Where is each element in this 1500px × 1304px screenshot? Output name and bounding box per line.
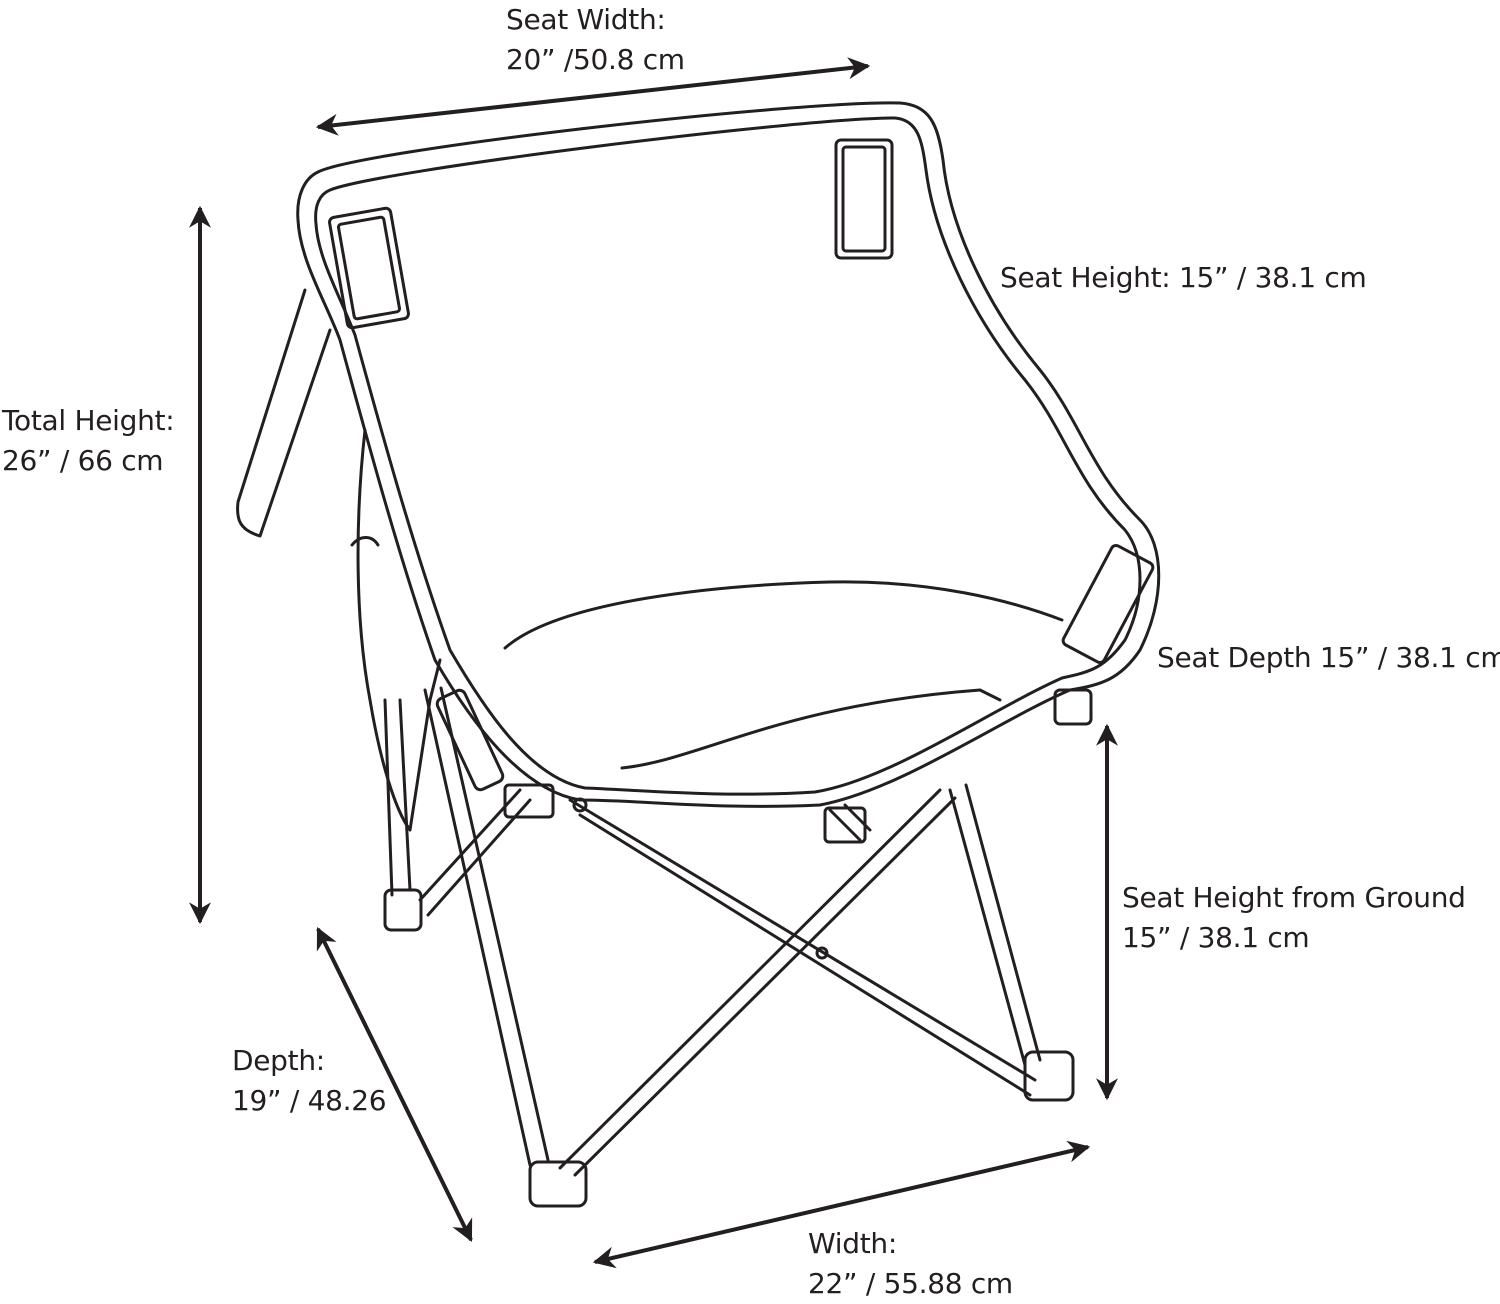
- right-strap-inner: [841, 145, 887, 253]
- seat-height-title: Seat Height: 15” / 38.1 cm: [1000, 261, 1367, 294]
- depth-arrow-icon: [316, 927, 473, 1242]
- pivot-joint: [815, 946, 829, 960]
- joint-pin: [572, 797, 588, 813]
- seat-width-label: Seat Width: 20” /50.8 cm: [506, 0, 685, 80]
- right-strap: [834, 138, 894, 260]
- seat-height-ground-title: Seat Height from Ground: [1122, 881, 1466, 914]
- depth-label: Depth: 19” / 48.26: [232, 1041, 387, 1121]
- front-right-foot: [1023, 1050, 1075, 1102]
- seat-width-title: Seat Width:: [506, 3, 666, 36]
- seat-height-ground-value: 15” / 38.1 cm: [1122, 921, 1310, 954]
- armrest-joint: [1053, 688, 1093, 726]
- side-pocket: [356, 428, 442, 832]
- seat-height-ground-label: Seat Height from Ground 15” / 38.1 cm: [1122, 878, 1466, 958]
- cross-brace-b: [558, 788, 957, 1177]
- width-label: Width: 22” / 55.88 cm: [808, 1224, 1013, 1304]
- left-joint: [503, 783, 555, 819]
- width-value: 22” / 55.88 cm: [808, 1267, 1013, 1300]
- total-height-value: 26” / 66 cm: [2, 444, 164, 477]
- front-left-foot: [528, 1160, 588, 1208]
- cross-brace-a: [568, 798, 1037, 1097]
- left-strap-inner: [336, 215, 402, 321]
- dimension-arrows: [189, 57, 1118, 1269]
- back-left-leg: [383, 698, 412, 897]
- carry-strap: [236, 288, 332, 538]
- seat-curve: [503, 580, 1064, 650]
- chair-inner-outline: [314, 116, 1142, 796]
- front-left-leg: [423, 686, 550, 1167]
- depth-title: Depth:: [232, 1044, 325, 1077]
- total-height-title: Total Height:: [2, 404, 175, 437]
- seat-depth-title: Seat Depth 15” / 38.1 cm: [1157, 641, 1500, 674]
- depth-value: 19” / 48.26: [232, 1084, 387, 1117]
- total-height-label: Total Height: 26” / 66 cm: [2, 401, 175, 481]
- left-strap: [328, 206, 410, 330]
- front-right-leg: [948, 783, 1042, 1067]
- width-arrow-icon: [592, 1140, 1091, 1269]
- chair-illustration: [236, 101, 1161, 1208]
- right-joint: [823, 806, 867, 844]
- seat-width-arrow-icon: [315, 57, 871, 136]
- width-title: Width:: [808, 1227, 897, 1260]
- seat-height-label: Seat Height: 15” / 38.1 cm: [1000, 258, 1367, 298]
- pocket-edge: [350, 536, 380, 547]
- back-brace: [418, 788, 532, 917]
- armrest-strap: [1061, 544, 1155, 664]
- left-joint-top: [435, 688, 505, 792]
- seat-width-value: 20” /50.8 cm: [506, 43, 685, 76]
- seat-depth-label: Seat Depth 15” / 38.1 cm: [1157, 638, 1500, 678]
- seat-front-fold: [620, 688, 1002, 770]
- back-left-foot: [383, 888, 423, 932]
